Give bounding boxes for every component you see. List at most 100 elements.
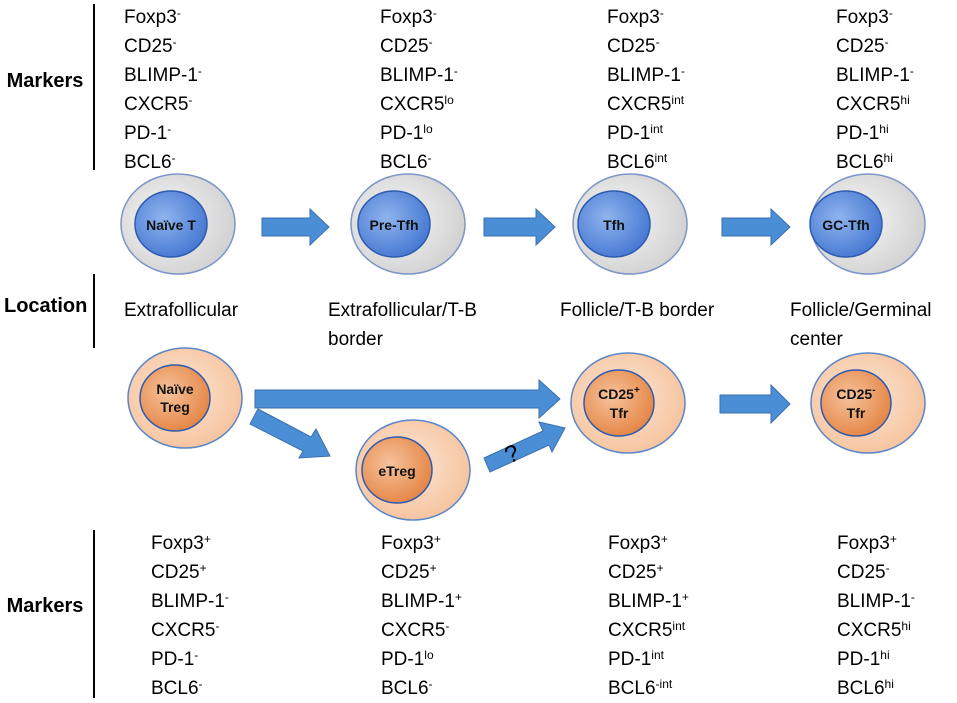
tfr-markers-naive-treg: Foxp3+CD25+BLIMP-1-CXCR5-PD-1-BCL6-	[151, 529, 229, 703]
cell-pre-tfh: Pre-Tfh	[350, 173, 466, 275]
cell-label-cd25pos-tfr-line1: CD25+	[598, 385, 640, 402]
marker-name: Foxp3	[381, 533, 434, 554]
marker-name: CD25	[836, 36, 885, 57]
location-line: Follicle/Germinal	[790, 300, 932, 321]
marker-entry: BLIMP-1-	[836, 61, 914, 90]
marker-name: CXCR5	[608, 620, 673, 641]
marker-entry: CD25+	[608, 558, 689, 587]
cell-label-cd25neg-tfr-line2: Tfr	[847, 405, 866, 421]
marker-name: CXCR5	[151, 620, 216, 641]
marker-entry: CXCR5-	[151, 616, 229, 645]
marker-entry: BCL6hi	[837, 674, 915, 703]
marker-name: CD25	[380, 36, 429, 57]
marker-name: CXCR5	[124, 94, 189, 115]
marker-level: -	[172, 35, 177, 49]
marker-entry: Foxp3+	[837, 529, 915, 558]
marker-level: -	[884, 35, 889, 49]
marker-level: -	[680, 64, 685, 78]
marker-name: Foxp3	[151, 533, 204, 554]
cell-label-pre-tfh: Pre-Tfh	[370, 217, 419, 233]
marker-name: CXCR5	[380, 94, 445, 115]
marker-level: -	[198, 677, 203, 691]
marker-entry: Foxp3-	[380, 3, 458, 32]
marker-entry: BCL6hi	[836, 148, 914, 177]
marker-entry: PD-1int	[607, 119, 685, 148]
marker-level: +	[433, 532, 441, 546]
marker-level: -	[909, 64, 914, 78]
marker-name: CD25	[608, 562, 657, 583]
marker-level: hi	[900, 93, 910, 107]
marker-entry: BCL6int	[607, 148, 685, 177]
marker-level: -	[428, 35, 433, 49]
marker-name: PD-1	[380, 123, 424, 144]
marker-name: Foxp3	[836, 7, 889, 28]
arrow-naive-t-to-pre-tfh	[261, 207, 330, 247]
marker-entry: Foxp3+	[381, 529, 462, 558]
marker-level: hi	[884, 677, 894, 691]
marker-level: +	[429, 561, 437, 575]
marker-name: CXCR5	[836, 94, 901, 115]
marker-level: +	[681, 590, 689, 604]
marker-level: int	[654, 151, 668, 165]
location-line: Extrafollicular	[124, 300, 239, 321]
marker-level: -int	[655, 677, 673, 691]
marker-name: BCL6	[381, 678, 429, 699]
marker-name: Foxp3	[608, 533, 661, 554]
marker-entry: Foxp3-	[607, 3, 685, 32]
marker-entry: CXCR5-	[124, 90, 202, 119]
marker-name: CD25	[124, 36, 173, 57]
cell-label-naive-treg-line1: Naïve	[156, 381, 194, 397]
marker-level: hi	[880, 648, 890, 662]
cell-label-cd25pos-tfr-line2: Tfr	[610, 405, 629, 421]
marker-level: -	[428, 677, 433, 691]
marker-entry: PD-1int	[608, 645, 689, 674]
marker-name: CD25	[381, 562, 430, 583]
marker-name: CXCR5	[381, 620, 446, 641]
marker-name: BCL6	[380, 152, 428, 173]
marker-level: -	[171, 151, 176, 165]
marker-name: CXCR5	[837, 620, 902, 641]
marker-entry: CD25+	[381, 558, 462, 587]
marker-level: +	[889, 532, 897, 546]
marker-name: Foxp3	[124, 7, 177, 28]
marker-name: CD25	[607, 36, 656, 57]
location-extrafollicular: Extrafollicular	[124, 296, 238, 325]
marker-name: BCL6	[608, 678, 656, 699]
marker-level: -	[659, 6, 664, 20]
tfh-markers-naive-t: Foxp3-CD25-BLIMP-1-CXCR5-PD-1-BCL6-	[124, 3, 202, 177]
location-line: border	[328, 329, 383, 350]
marker-name: BLIMP-1	[151, 591, 225, 612]
marker-level: -	[910, 590, 915, 604]
marker-level: hi	[879, 122, 889, 136]
marker-level: -	[188, 93, 193, 107]
marker-entry: BCL6-	[381, 674, 462, 703]
marker-entry: BCL6-	[124, 148, 202, 177]
location-line: Follicle/T-B border	[560, 300, 715, 321]
marker-level: -	[197, 64, 202, 78]
cell-label-cd25neg-tfr-line1: CD25-	[836, 385, 875, 402]
marker-name: PD-1	[151, 649, 195, 670]
divider-line-top	[93, 4, 95, 170]
marker-entry: BCL6-	[151, 674, 229, 703]
cell-etreg: eTreg	[355, 419, 471, 521]
marker-level: hi	[883, 151, 893, 165]
marker-level: +	[454, 590, 462, 604]
marker-level: int	[671, 93, 685, 107]
markers-label-top: Markers	[6, 70, 84, 92]
arrow-etreg-to-cd25pos-tfr	[483, 421, 566, 473]
marker-entry: PD-1hi	[836, 119, 914, 148]
marker-entry: BLIMP-1-	[124, 61, 202, 90]
marker-entry: PD-1hi	[837, 645, 915, 674]
marker-name: PD-1	[837, 649, 881, 670]
marker-entry: BLIMP-1-	[607, 61, 685, 90]
marker-name: BLIMP-1	[608, 591, 682, 612]
marker-entry: Foxp3-	[124, 3, 202, 32]
marker-name: PD-1	[607, 123, 651, 144]
location-follicle-tb-border: Follicle/T-B border	[560, 296, 714, 325]
